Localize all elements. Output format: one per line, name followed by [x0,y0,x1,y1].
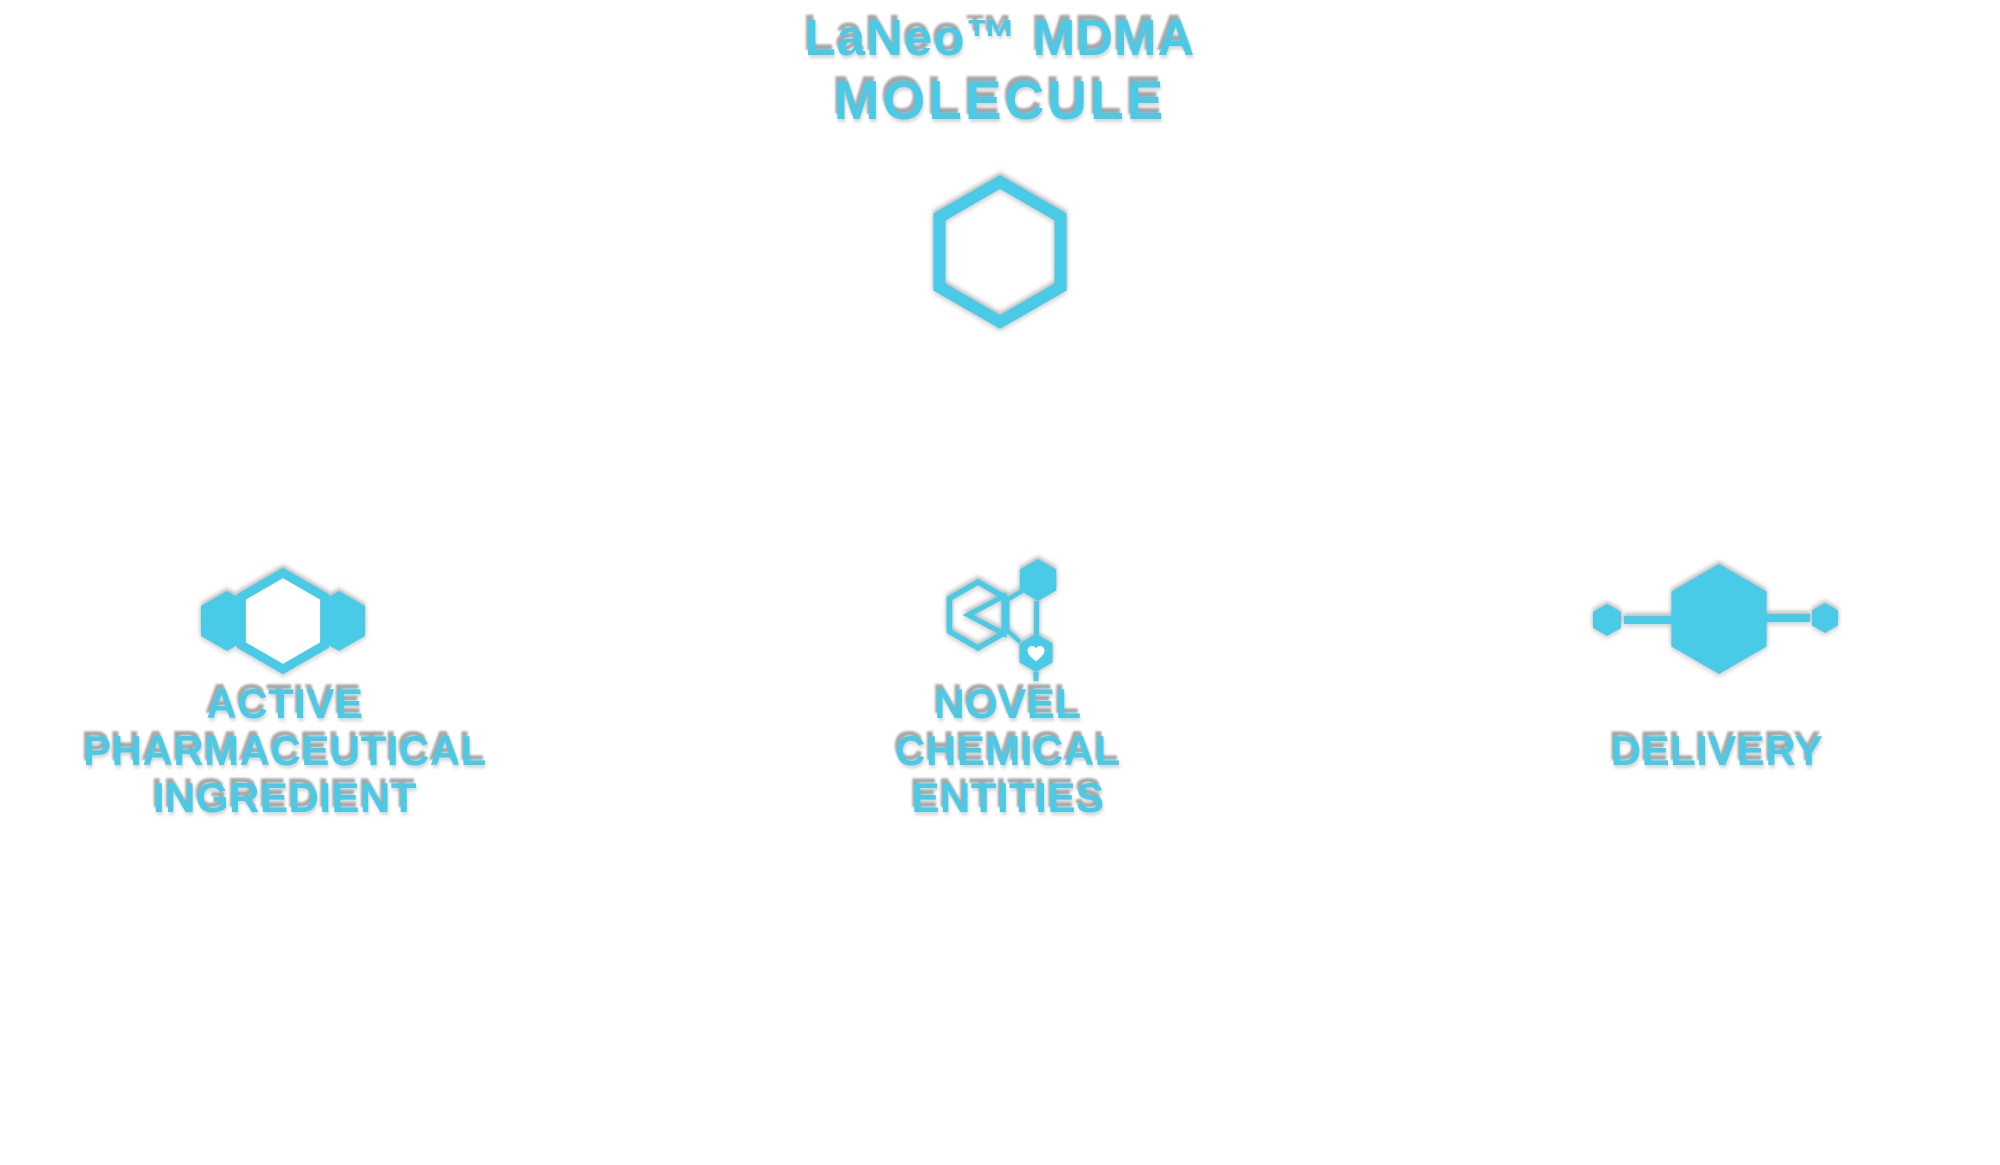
title-line-2: MOLECULE [833,69,1167,131]
delivery-hexagon-connectors-icon [1580,563,1842,677]
label-line: NOVEL [934,680,1082,727]
nce-molecule-cluster-icon [940,548,1070,688]
label-line: ENTITIES [911,774,1105,821]
label-novel-chemical-entities: NOVEL CHEMICAL ENTITIES [708,680,1308,821]
label-delivery: DELIVERY [1417,727,2000,774]
title-line-1: LaNeo™ MDMA [804,9,1196,66]
label-line: PHARMACEUTICAL [83,727,487,774]
label-active-pharmaceutical-ingredient: ACTIVE PHARMACEUTICAL INGREDIENT [0,680,585,821]
label-line: INGREDIENT [152,774,417,821]
molecule-hexagon-icon [930,174,1070,330]
label-line: ACTIVE [206,680,364,727]
page-title: LaNeo™ MDMA MOLECULE [0,8,2000,132]
api-hexagons-icon [193,566,373,678]
label-line: DELIVERY [1610,727,1824,774]
label-line: CHEMICAL [895,727,1121,774]
